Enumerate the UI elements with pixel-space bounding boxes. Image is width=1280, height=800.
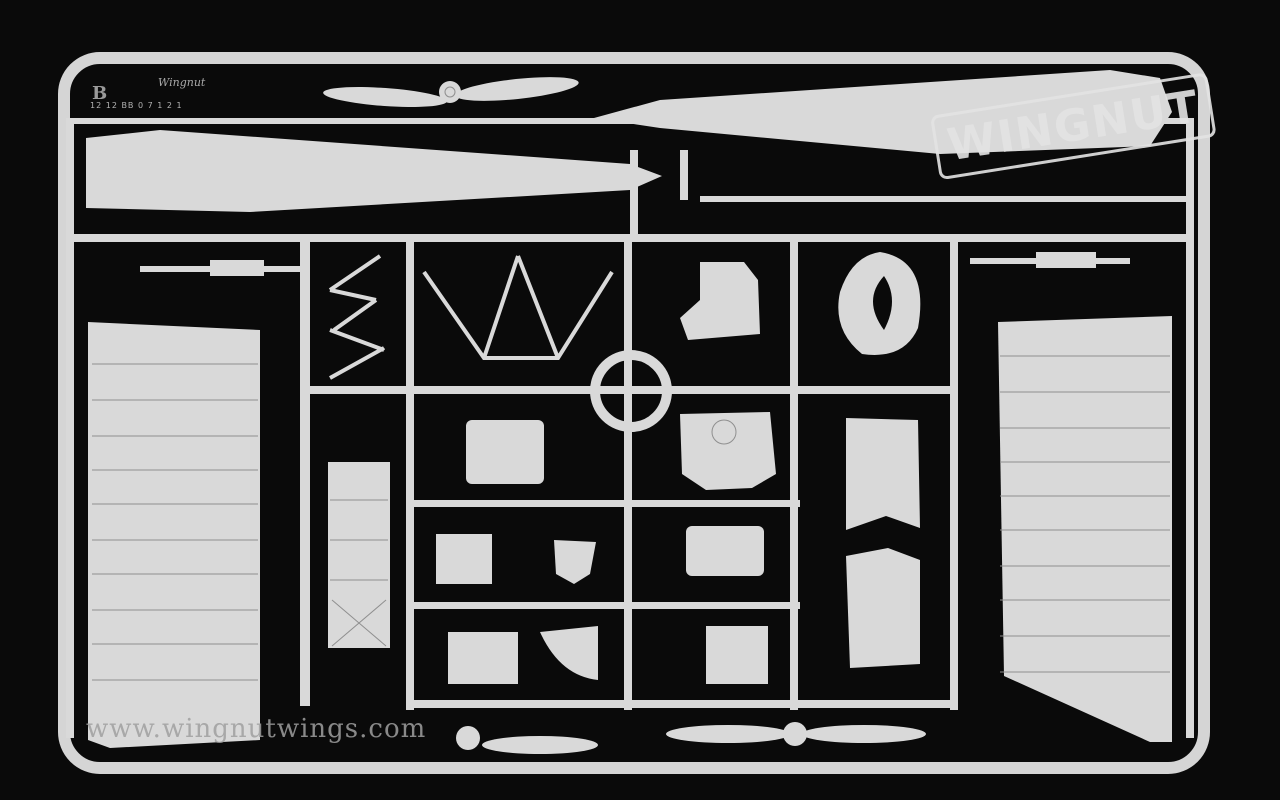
wing-part-top-left: [86, 130, 662, 212]
wing-left-large: [88, 322, 260, 748]
fuselage-side-upper: [846, 418, 920, 530]
struts: [328, 254, 614, 380]
wing-right-large: [998, 316, 1172, 742]
machine-gun-right: [970, 252, 1130, 268]
watermark-url: www.wingnutwings.com: [86, 714, 427, 744]
horseshoe-part: [838, 252, 921, 355]
machine-gun-left: [140, 260, 300, 276]
sprue-letter: B: [92, 83, 108, 104]
seat-part: [554, 540, 596, 584]
floor-part: [328, 462, 390, 648]
radiator-part: [448, 632, 518, 684]
box-part: [436, 534, 492, 584]
quarter-disc-part: [540, 626, 598, 680]
tank-part: [686, 526, 764, 576]
panel-part-1: [466, 420, 544, 484]
double-panel-part: [706, 626, 768, 684]
propeller-bottom-right: [666, 722, 926, 746]
sprue-frame: [58, 52, 1210, 774]
sprue-brand-small: Wingnut: [158, 76, 206, 89]
propeller-top: [323, 77, 579, 107]
propeller-bottom-left: [456, 726, 598, 754]
wing-part-top-right: [594, 70, 1172, 154]
cowl-part-top: [680, 262, 760, 340]
fuselage-side-lower: [846, 548, 920, 668]
frame-part: [680, 412, 776, 490]
sprue-code: 12 12 BB 0 7 1 2 1: [90, 101, 183, 110]
ring-part: [590, 350, 672, 432]
